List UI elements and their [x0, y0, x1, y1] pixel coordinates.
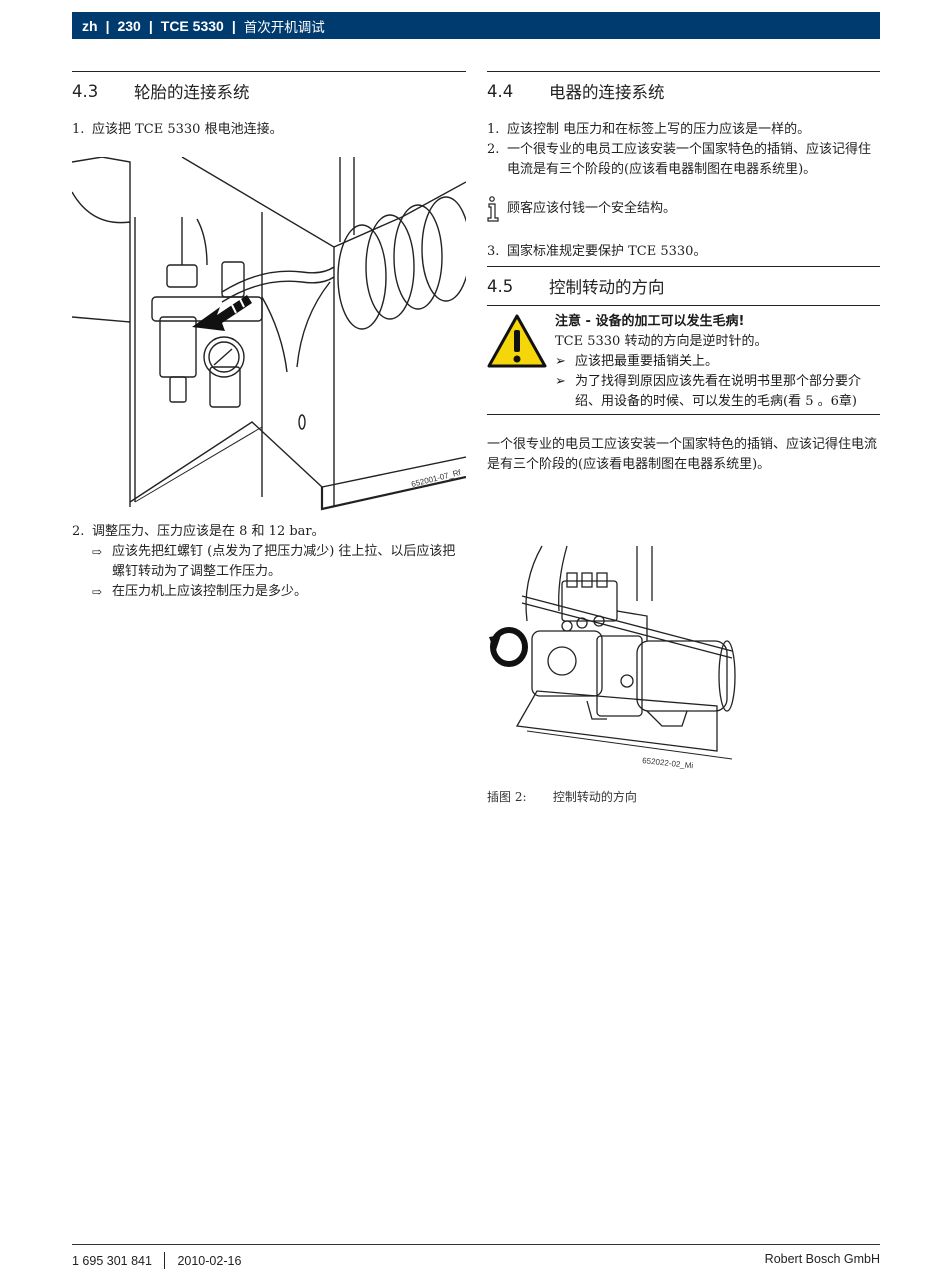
caption-number: 插图 2:: [487, 790, 527, 804]
pressure-regulator-illustration: 652001-07_Rf: [71, 156, 471, 511]
section-title: 轮胎的连接系统: [134, 83, 250, 102]
section-paragraph: 一个很专业的电员工应该安装一个国家特色的插销、应该记得住电流是有三个阶段的(应该…: [487, 437, 878, 472]
warning-bullet: ➢ 应该把最重要插销关上。: [555, 352, 880, 372]
triangle-bullet-icon: ➢: [555, 354, 566, 369]
hollow-right-arrow-icon: ⇨: [92, 545, 103, 559]
left-column-lower: 2. 调整压力、压力应该是在 8 和 12 bar。 ⇨ 应该先把红螺钉 (点发…: [72, 522, 466, 602]
motor-rotation-figure: 652022-02_Mi: [487, 541, 747, 776]
document-date: 2010-02-16: [177, 1253, 242, 1268]
footer-left: 1 695 301 841 2010-02-16: [72, 1252, 241, 1269]
warning-box: 注意 - 设备的加工可以发生毛病! TCE 5330 转动的方向是逆时针的。 ➢…: [487, 305, 880, 415]
figure-reference-label: 652001-07_Rf: [410, 468, 462, 489]
warning-title: 注意 - 设备的加工可以发生毛病!: [555, 314, 745, 329]
motor-rotation-illustration: 652022-02_Mi: [489, 545, 736, 770]
sub-list-item: ⇨ 应该先把红螺钉 (点发为了把压力减少) 往上拉、以后应该把螺钉转动为了调整工…: [72, 542, 466, 582]
right-column: 4.4 电器的连接系统 1. 应该控制 电压力和在标签上写的压力应该是一样的。 …: [487, 71, 880, 475]
section-number: 4.4: [487, 81, 514, 101]
section-4-3-heading: 4.3 轮胎的连接系统: [72, 71, 466, 104]
header-lang: zh: [82, 17, 98, 34]
info-i-icon: [487, 196, 507, 226]
section-4-5-heading: 4.5 控制转动的方向: [487, 266, 880, 299]
footer-divider: [72, 1244, 880, 1245]
pressure-regulator-figure: 652001-07_Rf: [71, 156, 471, 512]
footer-company: Robert Bosch GmbH: [764, 1252, 880, 1266]
list-item: 3. 国家标准规定要保护 TCE 5330。: [487, 244, 707, 259]
list-item: 1. 应该把 TCE 5330 根电池连接。: [72, 122, 283, 137]
warning-triangle-icon: [487, 312, 555, 412]
left-column: 4.3 轮胎的连接系统 1. 应该把 TCE 5330 根电池连接。: [72, 71, 466, 140]
list-item: 2. 一个很专业的电员工应该安装一个国家特色的插销、应该记得住电流是有三个阶段的…: [487, 142, 872, 177]
section-number: 4.5: [487, 276, 514, 296]
figure-caption: 插图 2: 控制转动的方向: [487, 788, 637, 805]
triangle-bullet-icon: ➢: [555, 374, 566, 389]
header-section-title: 首次开机调试: [243, 19, 325, 36]
document-number: 1 695 301 841: [72, 1253, 152, 1268]
counterclockwise-arrow-icon: [489, 627, 528, 667]
page-header: zh | 230 | TCE 5330 | 首次开机调试: [72, 12, 880, 39]
header-product: TCE 5330: [160, 17, 224, 34]
list-item: 1. 应该控制 电压力和在标签上写的压力应该是一样的。: [487, 122, 811, 137]
section-title: 电器的连接系统: [549, 83, 665, 102]
header-page-number: 230: [117, 17, 141, 34]
list-item: 2. 调整压力、压力应该是在 8 和 12 bar。: [72, 524, 325, 539]
info-note: 顾客应该付钱一个安全结构。: [487, 196, 880, 226]
sub-list-item: ⇨ 在压力机上应该控制压力是多少。: [72, 582, 466, 602]
section-number: 4.3: [72, 81, 99, 101]
warning-bullet: ➢ 为了找得到原因应该先看在说明书里那个部分要介绍、用设备的时候、可以发生的毛病…: [555, 372, 880, 412]
figure-reference-label: 652022-02_Mi: [642, 756, 694, 770]
section-4-4-heading: 4.4 电器的连接系统: [487, 71, 880, 104]
hollow-right-arrow-icon: ⇨: [92, 585, 103, 599]
warning-text: TCE 5330 转动的方向是逆时针的。: [555, 334, 768, 349]
section-title: 控制转动的方向: [549, 278, 665, 297]
caption-text: 控制转动的方向: [552, 790, 637, 804]
